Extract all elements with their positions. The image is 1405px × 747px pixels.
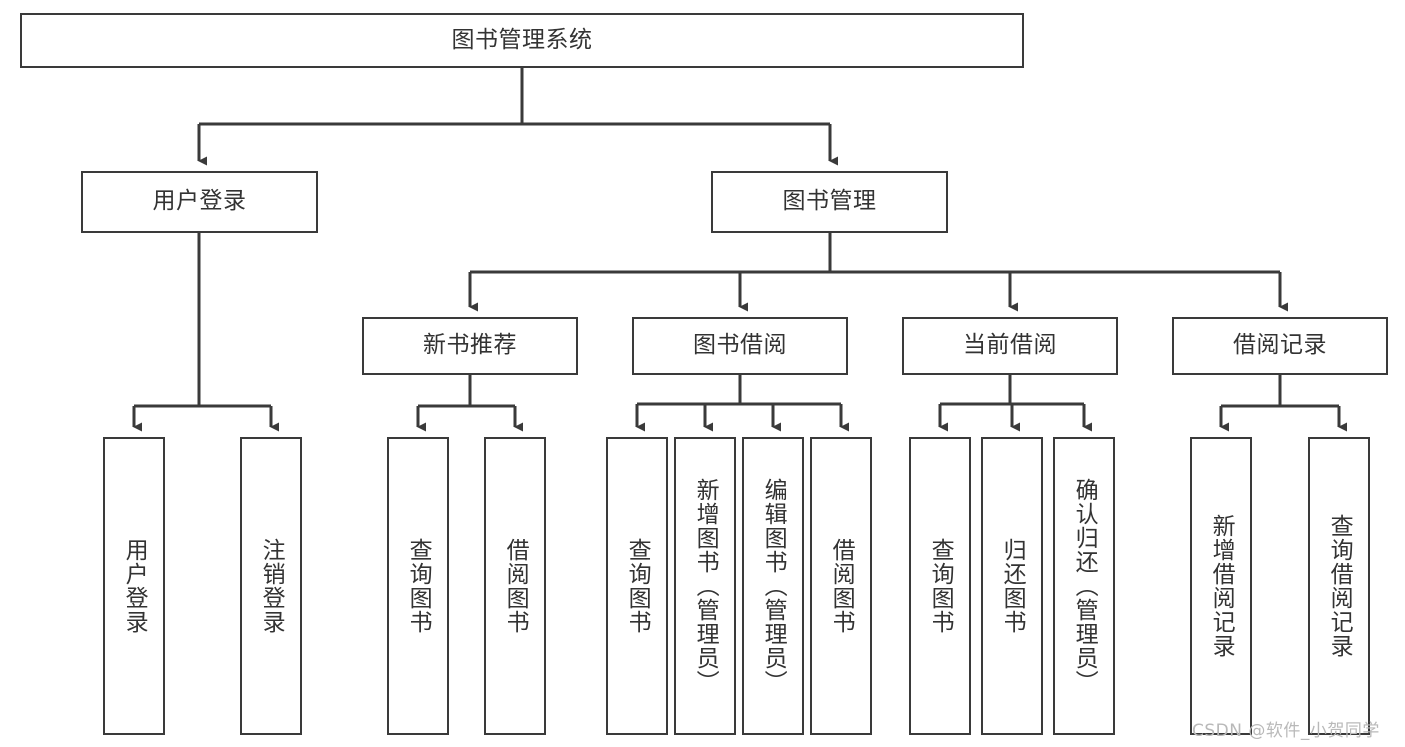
node-book-borrow-label: 图书借阅	[693, 332, 787, 359]
node-leaf-user-login-label: 用户登录	[121, 538, 148, 634]
node-leaf-borrow-book-2-label: 借阅图书	[828, 538, 855, 634]
node-leaf-query-book-2-label: 查询图书	[624, 538, 651, 634]
node-leaf-query-book-2[interactable]: 查询图书	[606, 437, 668, 735]
node-user-login[interactable]: 用户登录	[81, 171, 318, 233]
node-leaf-confirm-return-label: 确认归还（管理员）	[1071, 478, 1098, 694]
node-leaf-add-record-label: 新增借阅记录	[1208, 514, 1235, 658]
node-book-manage-label: 图书管理	[782, 188, 877, 215]
node-user-login-label: 用户登录	[152, 188, 247, 215]
node-leaf-borrow-book-2[interactable]: 借阅图书	[810, 437, 872, 735]
node-leaf-edit-book-label: 编辑图书（管理员）	[760, 478, 787, 694]
node-leaf-add-book[interactable]: 新增图书（管理员）	[674, 437, 736, 735]
node-leaf-query-record[interactable]: 查询借阅记录	[1308, 437, 1370, 735]
node-new-book-recommend-label: 新书推荐	[423, 332, 517, 359]
node-leaf-logout[interactable]: 注销登录	[240, 437, 302, 735]
node-leaf-query-record-label: 查询借阅记录	[1326, 514, 1353, 658]
node-current-borrow[interactable]: 当前借阅	[902, 317, 1118, 375]
node-leaf-query-book-3-label: 查询图书	[927, 538, 954, 634]
node-current-borrow-label: 当前借阅	[963, 332, 1057, 359]
node-leaf-borrow-book-1-label: 借阅图书	[502, 538, 529, 634]
node-borrow-record[interactable]: 借阅记录	[1172, 317, 1388, 375]
node-leaf-query-book-3[interactable]: 查询图书	[909, 437, 971, 735]
node-root[interactable]: 图书管理系统	[20, 13, 1024, 68]
node-leaf-query-book-1-label: 查询图书	[405, 538, 432, 634]
node-leaf-query-book-1[interactable]: 查询图书	[387, 437, 449, 735]
node-leaf-add-book-label: 新增图书（管理员）	[692, 478, 719, 694]
node-leaf-borrow-book-1[interactable]: 借阅图书	[484, 437, 546, 735]
node-new-book-recommend[interactable]: 新书推荐	[362, 317, 578, 375]
node-book-borrow[interactable]: 图书借阅	[632, 317, 848, 375]
node-leaf-add-record[interactable]: 新增借阅记录	[1190, 437, 1252, 735]
node-leaf-return-book-label: 归还图书	[999, 538, 1026, 634]
node-leaf-user-login[interactable]: 用户登录	[103, 437, 165, 735]
node-book-manage[interactable]: 图书管理	[711, 171, 948, 233]
node-borrow-record-label: 借阅记录	[1233, 332, 1327, 359]
node-leaf-edit-book[interactable]: 编辑图书（管理员）	[742, 437, 804, 735]
node-leaf-return-book[interactable]: 归还图书	[981, 437, 1043, 735]
node-leaf-logout-label: 注销登录	[258, 538, 285, 634]
csdn-watermark: CSDN @软件_小贺同学	[1192, 721, 1380, 741]
node-leaf-confirm-return[interactable]: 确认归还（管理员）	[1053, 437, 1115, 735]
node-root-label: 图书管理系统	[451, 26, 593, 53]
